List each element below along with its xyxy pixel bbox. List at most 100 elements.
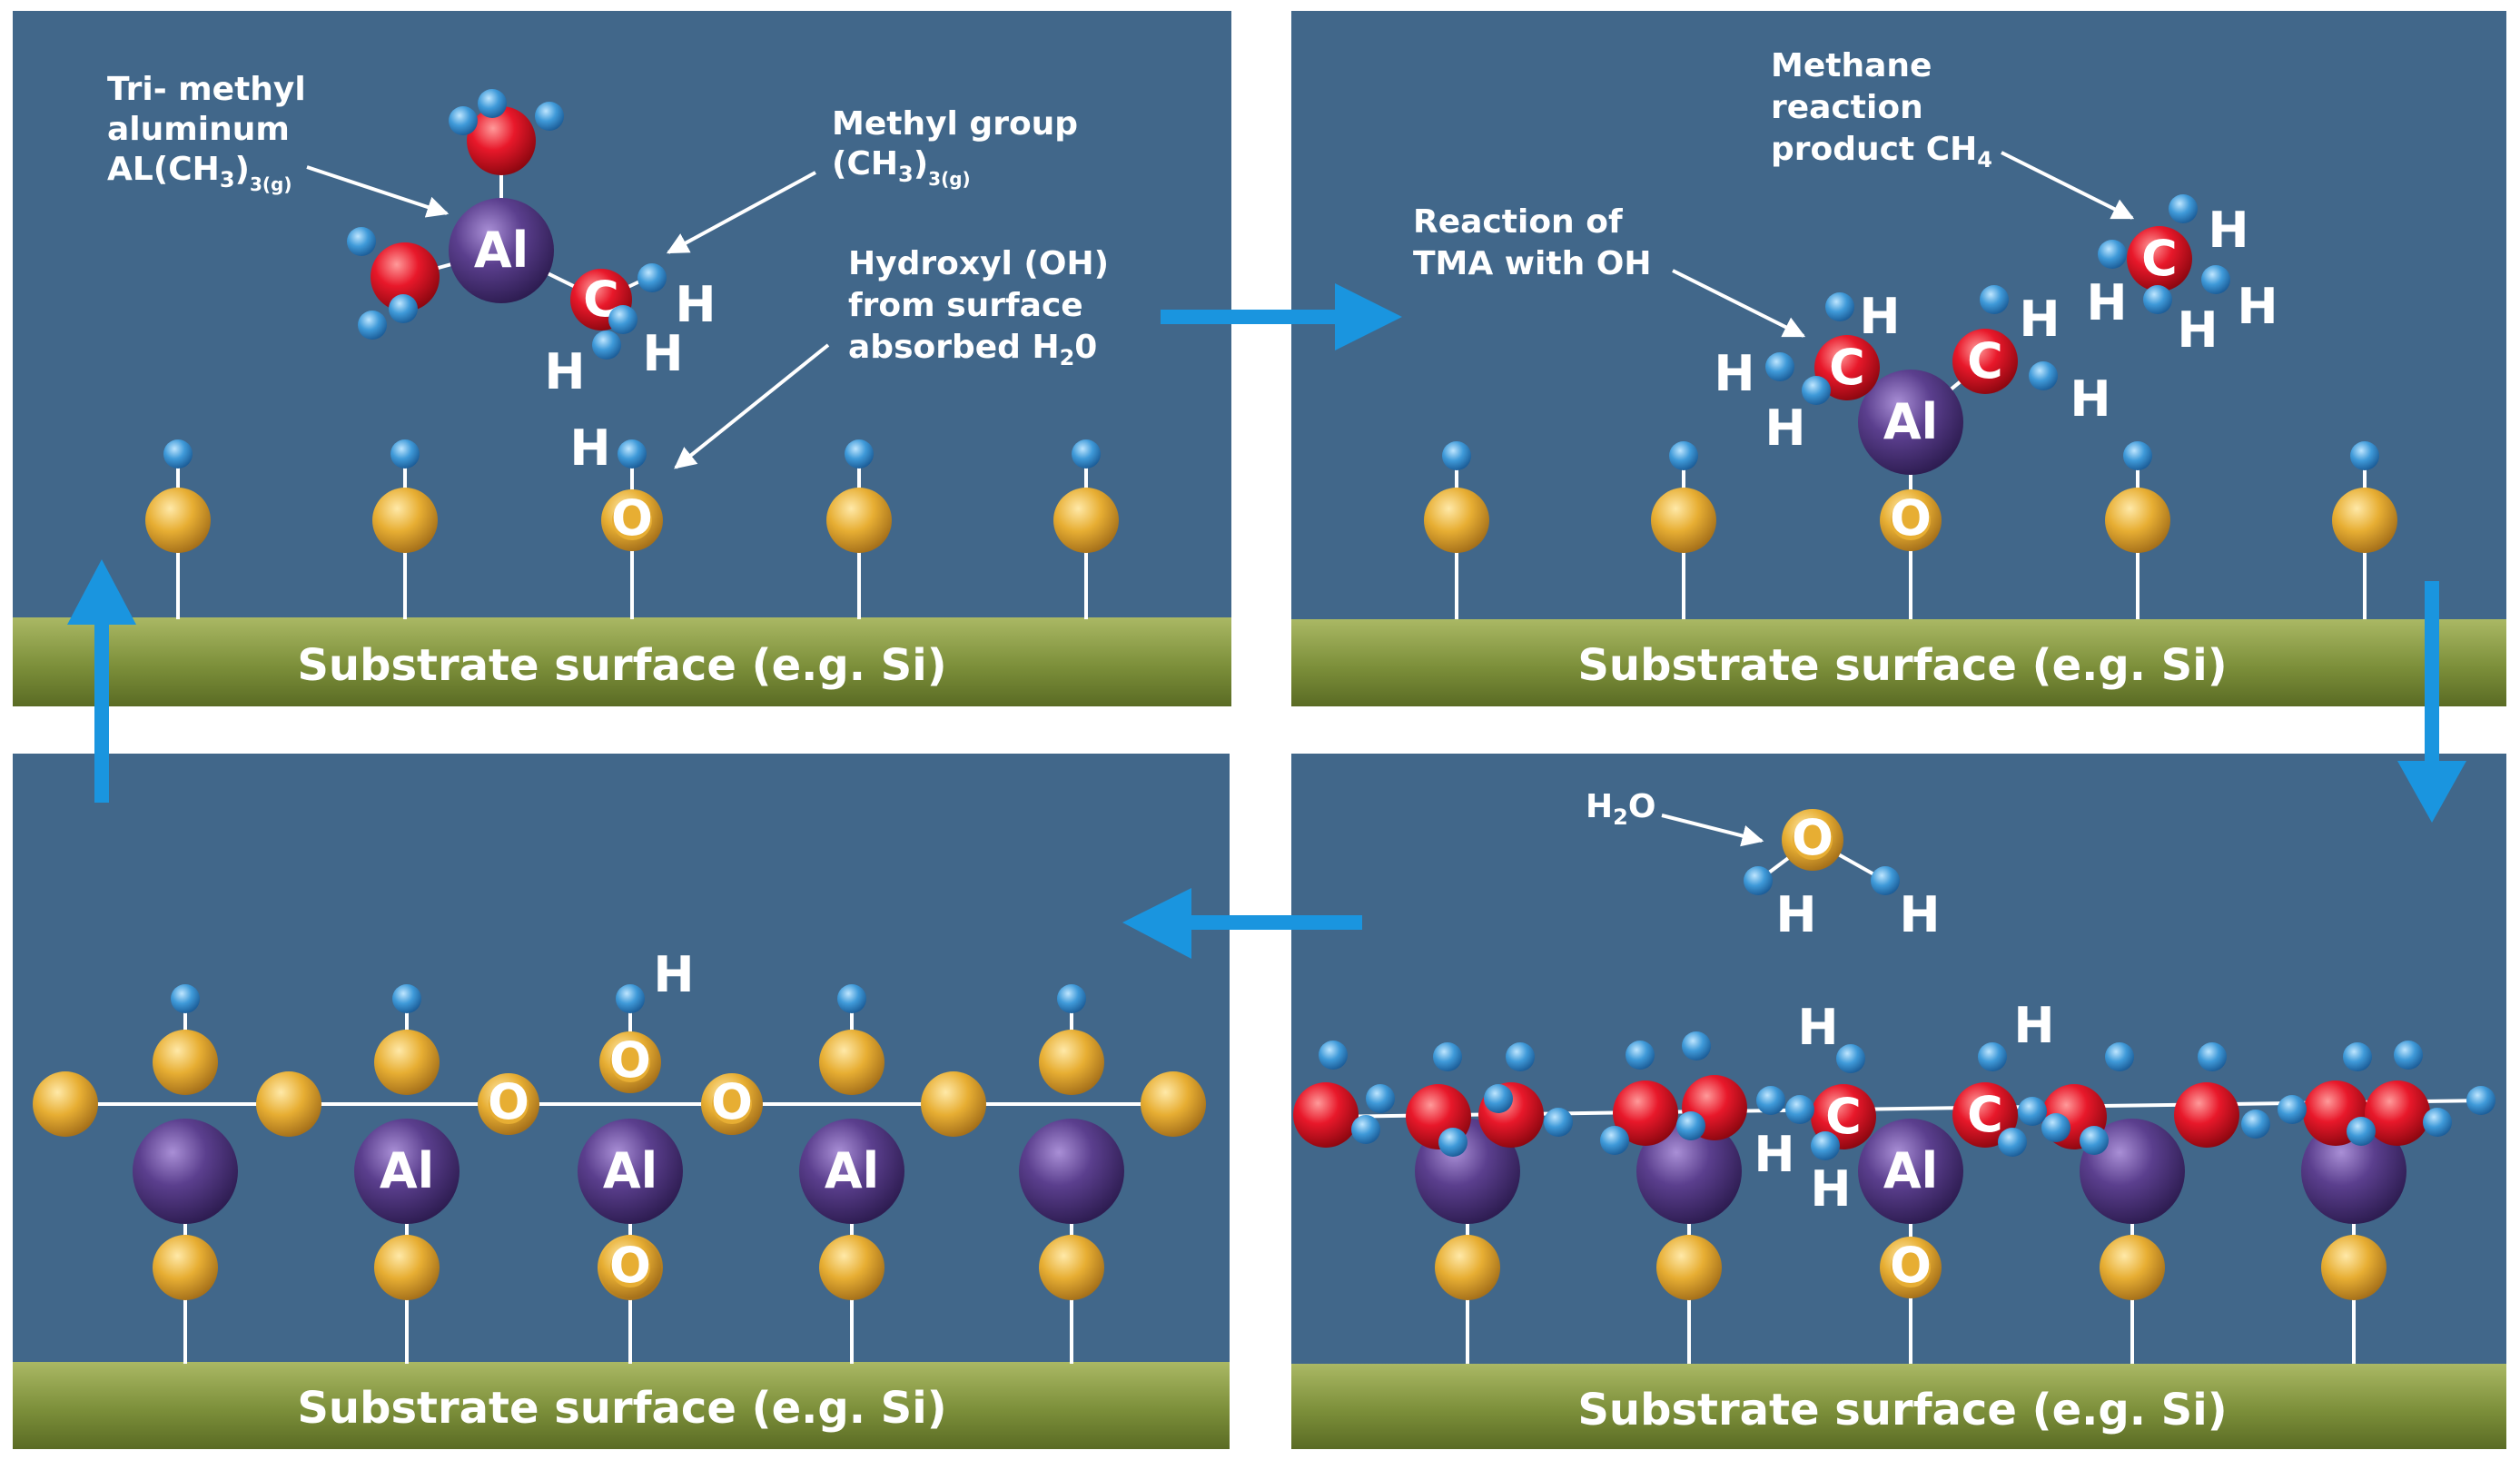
hydrogen-atom bbox=[2423, 1108, 2452, 1137]
hydrogen-atom bbox=[1785, 1095, 1814, 1124]
hydrogen-symbol: H bbox=[544, 343, 585, 400]
oxygen-atom bbox=[153, 1235, 218, 1300]
methyl-label: Methyl group (CH3)3(g) bbox=[666, 105, 1078, 254]
aluminum-atom-label: Al bbox=[825, 1142, 879, 1199]
hydroxyl-label: Hydroxyl (OH) from surface absorbed H20 bbox=[674, 245, 1109, 469]
hydrogen-atom bbox=[1057, 984, 1086, 1013]
hydrogen-atom bbox=[637, 263, 667, 292]
hydrogen-atom bbox=[1442, 441, 1471, 470]
substrate-label: Substrate surface (e.g. Si) bbox=[1577, 1385, 2227, 1435]
hydrogen-atom bbox=[2198, 1042, 2227, 1071]
hydroxyl-label-line2: from surface bbox=[848, 287, 1083, 324]
oxygen-atom bbox=[372, 488, 438, 553]
hydrogen-atom bbox=[1351, 1115, 1380, 1144]
hydrogen-atom bbox=[1072, 439, 1101, 469]
cycle-arrows bbox=[67, 283, 2466, 959]
substrate-bar bbox=[1291, 1364, 2506, 1449]
hydrogen-atom bbox=[163, 439, 193, 469]
hydrogen-atom bbox=[845, 439, 874, 469]
hydrogen-atom bbox=[1802, 376, 1831, 405]
hydrogen-atom bbox=[1756, 1086, 1785, 1115]
hydrogen-symbol: H bbox=[2070, 370, 2110, 428]
substrate-label: Substrate surface (e.g. Si) bbox=[297, 640, 946, 691]
hydrogen-atom bbox=[1825, 292, 1854, 321]
oxygen-atom-label: O bbox=[1792, 809, 1833, 866]
hydrogen-atom bbox=[2394, 1041, 2423, 1070]
substrate-label: Substrate surface (e.g. Si) bbox=[1577, 640, 2227, 691]
oxygen-atom-label: O bbox=[609, 1031, 651, 1089]
hydrogen-atom bbox=[1682, 1031, 1711, 1060]
panel-top-left: Substrate surface (e.g. Si) bbox=[13, 11, 1231, 706]
aluminum-atom bbox=[449, 198, 554, 303]
hydrogen-atom bbox=[2105, 1042, 2134, 1071]
carbon-atom bbox=[2365, 1080, 2430, 1146]
aluminum-atom-label: Al bbox=[1883, 393, 1938, 450]
hydrogen-atom bbox=[2080, 1126, 2109, 1155]
carbon-atom-label: C bbox=[1967, 1086, 2003, 1143]
aluminum-atom-label: Al bbox=[474, 222, 529, 279]
hydrogen-atom bbox=[1836, 1044, 1865, 1073]
oxygen-atom-core bbox=[489, 1084, 529, 1124]
aluminum-atom bbox=[354, 1119, 460, 1224]
hydrogen-atom bbox=[837, 984, 866, 1013]
reaction-label-line1: Reaction of bbox=[1413, 203, 1623, 241]
hydrogen-symbol: H bbox=[2086, 274, 2127, 331]
hydrogen-atom bbox=[171, 984, 200, 1013]
hydrogen-symbol: H bbox=[2013, 997, 2054, 1054]
hydroxyl-label-line1: Hydroxyl (OH) bbox=[848, 245, 1109, 282]
oxygen-atom bbox=[145, 488, 211, 553]
hydrogen-symbol: H bbox=[2208, 202, 2248, 259]
hydrogen-atom bbox=[608, 305, 637, 334]
hydrogen-atom bbox=[618, 439, 647, 469]
panel-bottom-left: Substrate surface (e.g. Si) bbox=[13, 754, 1230, 1449]
carbon-atom-label: C bbox=[2141, 230, 2178, 287]
carbon-atom-label: C bbox=[1829, 339, 1865, 396]
carbon-atom bbox=[467, 106, 536, 175]
hydrogen-symbol: H bbox=[1714, 345, 1754, 402]
hydrogen-symbol: H bbox=[2237, 278, 2278, 335]
arrow-right bbox=[1161, 283, 1402, 350]
hydrogen-atom bbox=[592, 330, 621, 360]
aluminum-atom-label: Al bbox=[380, 1142, 434, 1199]
hydrogen-atom bbox=[1600, 1126, 1629, 1155]
oxygen-atom bbox=[1039, 1235, 1104, 1300]
substrate-label: Substrate surface (e.g. Si) bbox=[297, 1383, 946, 1434]
reaction-label-line2: TMA with OH bbox=[1413, 245, 1651, 282]
hydrogen-atom bbox=[1626, 1041, 1655, 1070]
hydrogen-atom bbox=[392, 984, 421, 1013]
oxygen-atom-core bbox=[1793, 820, 1833, 860]
oxygen-atom bbox=[1656, 1235, 1722, 1300]
hydrogen-atom bbox=[449, 106, 478, 135]
water-label-formula: H2O bbox=[1586, 788, 1655, 830]
carbon-atom-label: C bbox=[1967, 332, 2003, 390]
methane-label-line2: reaction bbox=[1771, 89, 1923, 126]
hydrogen-atom bbox=[390, 439, 420, 469]
hydrogen-atom bbox=[2466, 1086, 2495, 1115]
aluminum-atom bbox=[133, 1119, 238, 1224]
methane-label-formula: product CH4 bbox=[1771, 131, 1992, 173]
hydrogen-atom bbox=[1438, 1128, 1468, 1157]
carbon-atom bbox=[2127, 226, 2192, 291]
panel-background bbox=[13, 754, 1230, 1449]
hydrogen-symbol: H bbox=[2177, 301, 2218, 359]
carbon-atom bbox=[1952, 1082, 2018, 1148]
hydrogen-atom bbox=[1676, 1111, 1705, 1140]
tma-label: Tri- methyl aluminum AL(CH3)3(g) bbox=[107, 71, 450, 218]
hydrogen-atom bbox=[1544, 1108, 1573, 1137]
oxygen-atom bbox=[256, 1071, 321, 1137]
aluminum-atom bbox=[1858, 370, 1963, 475]
hydrogen-atom bbox=[347, 227, 376, 256]
hydrogen-atom bbox=[1998, 1128, 2027, 1157]
hydrogen-atom bbox=[1669, 441, 1698, 470]
oxygen-atom bbox=[921, 1071, 986, 1137]
substrate-bar bbox=[13, 617, 1231, 706]
oxygen-atom-label: O bbox=[1890, 489, 1932, 547]
hydrogen-atom bbox=[2350, 441, 2379, 470]
carbon-atom bbox=[2174, 1082, 2239, 1148]
oxygen-atom-core bbox=[1891, 500, 1931, 540]
methane-label: Methane reaction product CH4 bbox=[1771, 47, 2135, 220]
arrow-left bbox=[1122, 888, 1362, 959]
hydrogen-atom bbox=[358, 311, 387, 340]
methane-label-line1: Methane bbox=[1771, 47, 1932, 84]
